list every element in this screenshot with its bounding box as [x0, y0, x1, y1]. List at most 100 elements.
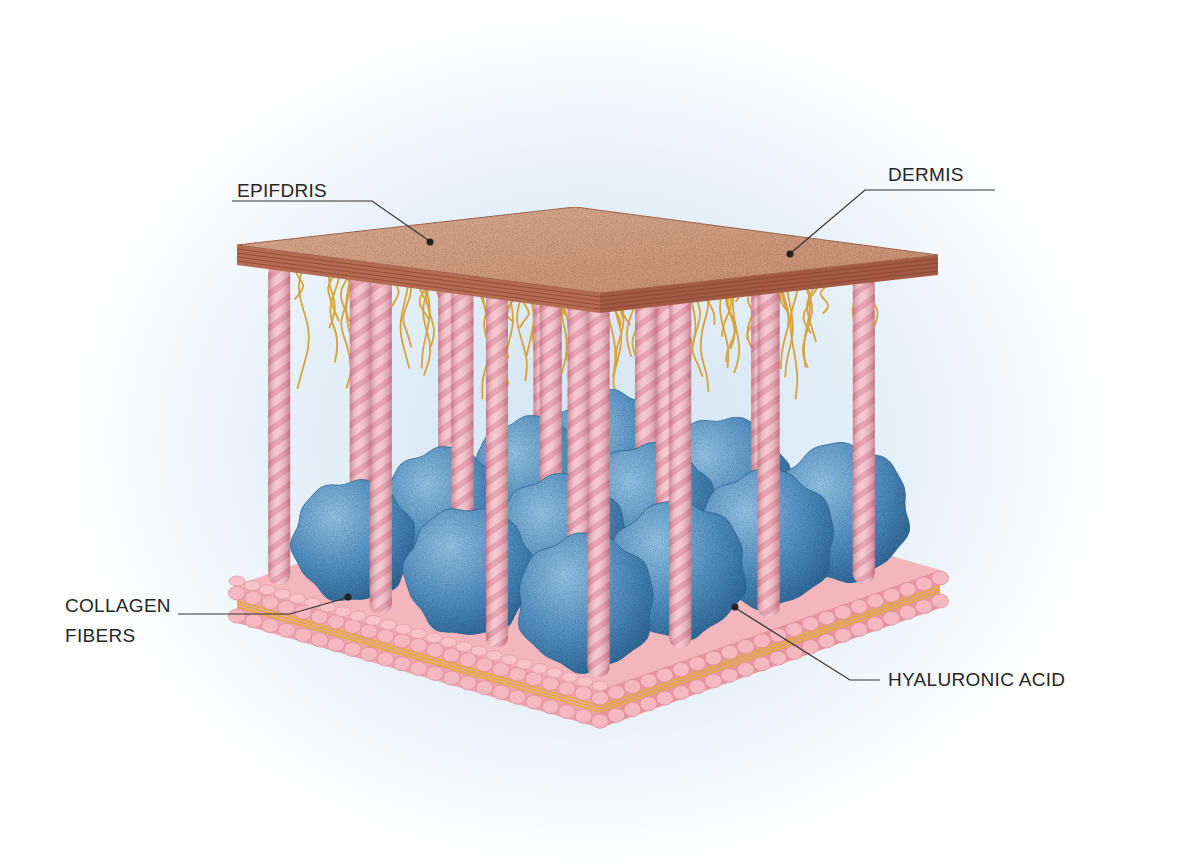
base-cell [883, 588, 900, 602]
base-cell [395, 624, 411, 634]
base-cell [899, 582, 916, 596]
base-cell [624, 680, 641, 694]
base-cell [486, 650, 502, 660]
leader-dot [427, 239, 434, 246]
leader-line [792, 190, 995, 252]
base-cell [624, 703, 641, 717]
base-cell [834, 605, 851, 619]
base-cell [640, 674, 657, 688]
leader-line [178, 598, 346, 614]
base-cell [394, 657, 411, 671]
part-label: COLLAGEN FIBERS [65, 591, 195, 652]
column-shade [588, 306, 610, 677]
base-cell [361, 647, 378, 661]
base-cell [562, 672, 578, 682]
collagen-column [758, 287, 780, 617]
elastic-fiber [297, 267, 308, 389]
base-cell [443, 648, 460, 662]
leader-dot [732, 604, 739, 611]
base-cell [883, 611, 900, 625]
base-cell [532, 664, 548, 674]
base-cell [344, 619, 361, 633]
base-cell [575, 686, 592, 700]
base-cell [559, 681, 576, 695]
column-shade [853, 276, 875, 583]
base-cell [721, 668, 738, 682]
base-cell [851, 600, 868, 614]
base-cell [229, 576, 245, 586]
slab-top [237, 207, 938, 293]
base-cell [802, 617, 819, 631]
leader-dot [787, 251, 794, 258]
base-cell [932, 571, 949, 585]
epidermis-slab [237, 207, 938, 313]
column-shade [268, 264, 290, 584]
base-cell [426, 633, 442, 643]
base-cell [501, 655, 517, 665]
base-cell [471, 646, 487, 656]
base-cell [834, 628, 851, 642]
base-cell [245, 614, 262, 628]
collagen-column [853, 276, 875, 583]
base-cell [932, 594, 949, 608]
base-cell [290, 594, 306, 604]
base-cell [410, 639, 427, 653]
base-cell [753, 657, 770, 671]
base-cell [493, 685, 510, 699]
base-cell [456, 642, 472, 652]
base-cell [427, 643, 444, 657]
column-shade [669, 297, 691, 648]
base-cell [818, 634, 835, 648]
base-cell [516, 659, 532, 669]
base-cell [786, 622, 803, 636]
collagen-column [486, 292, 508, 647]
base-cell [577, 677, 593, 687]
base-cell [705, 674, 722, 688]
leader-lines [178, 190, 995, 680]
base-cell [335, 607, 351, 617]
column-shade [370, 277, 392, 613]
base-cell [526, 672, 543, 686]
base-cell [737, 640, 754, 654]
base-cell [509, 690, 526, 704]
base-cell [737, 663, 754, 677]
base-cell [851, 623, 868, 637]
part-label: HYALURONIC ACID [888, 665, 1065, 695]
leader-dot [345, 594, 352, 601]
base-cell [689, 657, 706, 671]
collagen-column [268, 264, 290, 584]
base-cell [542, 700, 559, 714]
base-cell [592, 691, 609, 705]
base-cell [915, 600, 932, 614]
base-cell [244, 580, 260, 590]
base-cell [380, 620, 396, 630]
base-cell [689, 680, 706, 694]
base-cell [328, 638, 345, 652]
hyaluronic-sphere [403, 508, 536, 634]
base-cell [377, 652, 394, 666]
base-cell [559, 704, 576, 718]
base-cell [278, 623, 295, 637]
base-cell [542, 677, 559, 691]
hyaluronic-sphere [519, 533, 654, 674]
base-cell [592, 714, 609, 728]
base-cell [259, 585, 275, 595]
base-cell [476, 681, 493, 695]
base-cell [460, 676, 477, 690]
base-cell [592, 681, 608, 691]
base-cell [575, 709, 592, 723]
base-cell [721, 645, 738, 659]
collagen-column [669, 297, 691, 648]
column-shade [758, 287, 780, 617]
elastic-fiber [791, 274, 801, 399]
base-cell [672, 662, 689, 676]
base-cell [867, 594, 884, 608]
base-cell [441, 637, 457, 647]
base-cell [526, 695, 543, 709]
base-cell [377, 629, 394, 643]
base-cell [656, 691, 673, 705]
base-cell [295, 628, 312, 642]
base-cell [915, 577, 932, 591]
base-cell [592, 691, 609, 705]
